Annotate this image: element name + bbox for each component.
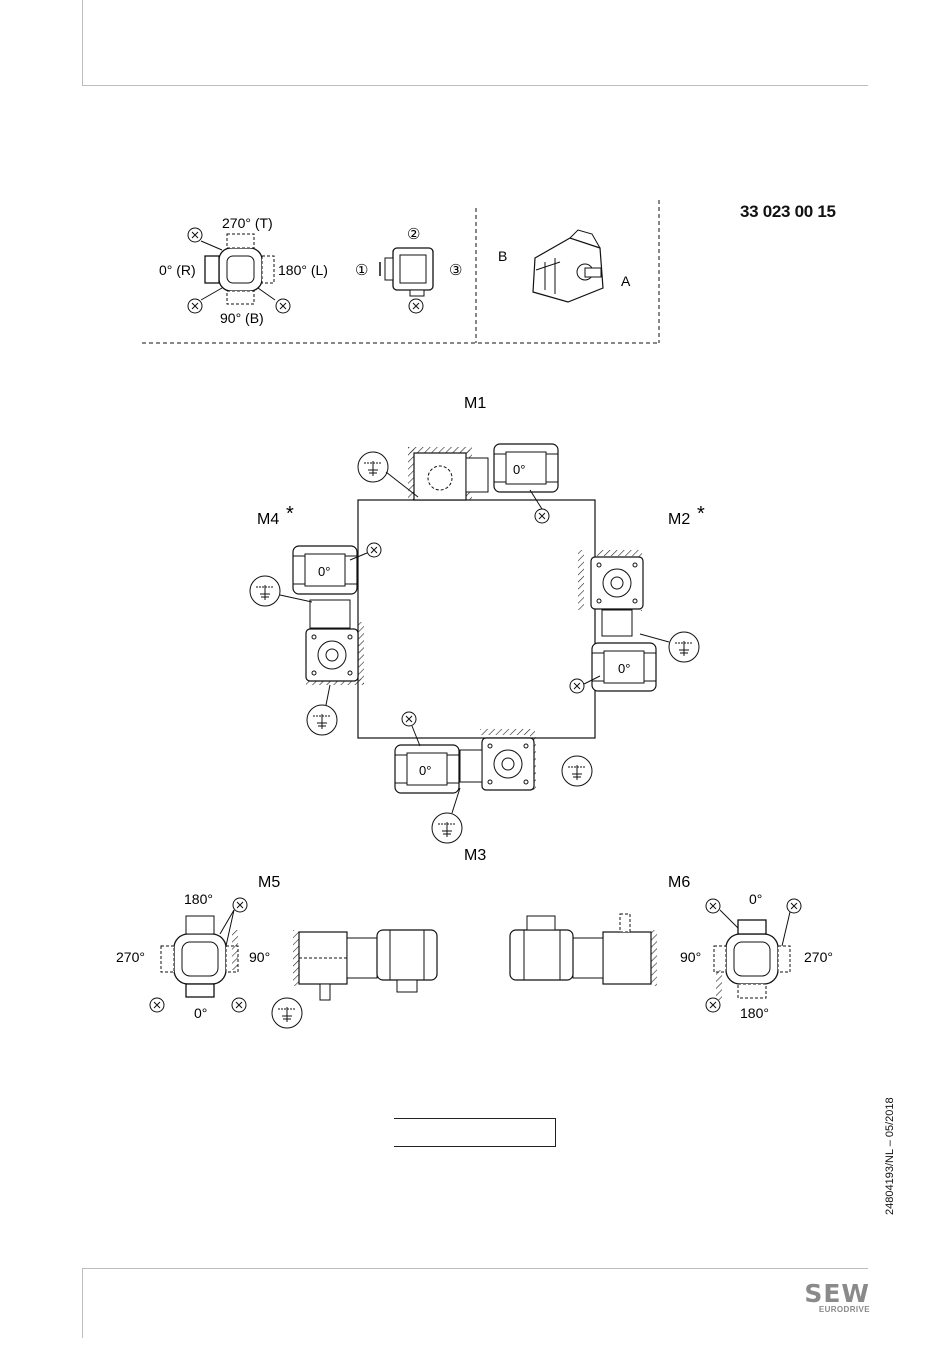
vent-marker-icon [232,998,246,1012]
m6-end-view [714,920,790,1000]
oil-level-icon [307,705,337,735]
m5-end-view [161,916,238,997]
legend-cable-pos-3: ③ [449,262,462,279]
m6-angle-left: 90° [680,949,701,965]
cable-entry-position-drawing [380,248,433,296]
m2-motor-angle: 0° [618,661,630,676]
legend-deg-right: 180° (L) [278,262,328,278]
m5-angle-bottom: 0° [194,1005,207,1021]
vent-marker-icon [402,712,416,726]
label-m2: M2 [668,511,690,528]
legend-deg-bottom: 90° (B) [220,310,264,326]
vent-marker-icon [535,509,549,523]
legend-deg-left: 0° (R) [159,262,196,278]
oil-level-icon [250,576,280,606]
label-m6: M6 [668,874,690,891]
m5-side-view [293,930,437,1000]
vent-marker-icon [233,898,247,912]
vent-marker-icon [787,899,801,913]
vent-marker-icon [150,998,164,1012]
label-m1: M1 [464,395,486,412]
oil-level-icon [272,998,302,1028]
mounting-surface-square [358,500,595,738]
m6-angle-bottom: 180° [740,1005,769,1021]
m1-gear-unit [408,444,558,500]
vent-marker-icon [409,299,423,313]
terminal-box-orientation-drawing [201,234,275,304]
gear-unit-3d-sketch [533,230,603,302]
legend-cable-pos-2: ② [407,226,420,243]
m1-motor-angle: 0° [513,462,525,477]
m4-asterisk: * [286,503,294,525]
legend-deg-top: 270° (T) [222,215,273,231]
m4-gearbox [306,629,358,681]
m6-angle-top: 0° [749,891,762,907]
m1-motor [494,444,558,492]
m2-gearbox [591,557,643,609]
vent-marker-icon [706,899,720,913]
m4-motor-angle: 0° [318,564,330,579]
oil-level-icon [562,756,592,786]
vent-marker-icon [276,299,290,313]
legend-section: 270° (T) 0° (R) 180° (L) 90° (B) ② ① ③ B… [142,200,660,343]
legend-side-a: A [621,273,631,289]
vent-marker-icon [706,998,720,1012]
m2-asterisk: * [697,503,705,525]
label-m3: M3 [464,847,486,864]
vent-marker-icon [188,299,202,313]
m5-angle-right: 90° [249,949,270,965]
vent-marker-icon [188,228,202,242]
legend-side-b: B [498,248,507,264]
main-mounting-diagram: 0° 0° 0° [250,395,705,864]
label-m5: M5 [258,874,280,891]
vent-marker-icon [367,543,381,557]
m6-section: M6 0° 90° 270° 180° [510,874,833,1021]
m5-section: M5 180° 270° 90° 0° [116,874,437,1028]
m3-gearbox [482,738,534,790]
oil-level-icon [432,813,462,843]
vent-marker-icon [570,679,584,693]
m6-side-view [510,914,657,986]
legend-cable-pos-1: ① [355,262,368,279]
oil-level-icon [669,632,699,662]
m6-angle-right: 270° [804,949,833,965]
label-m4: M4 [257,511,279,528]
m5-angle-top: 180° [184,891,213,907]
m3-motor-angle: 0° [419,763,431,778]
oil-level-icon [358,452,388,482]
m5-angle-left: 270° [116,949,145,965]
